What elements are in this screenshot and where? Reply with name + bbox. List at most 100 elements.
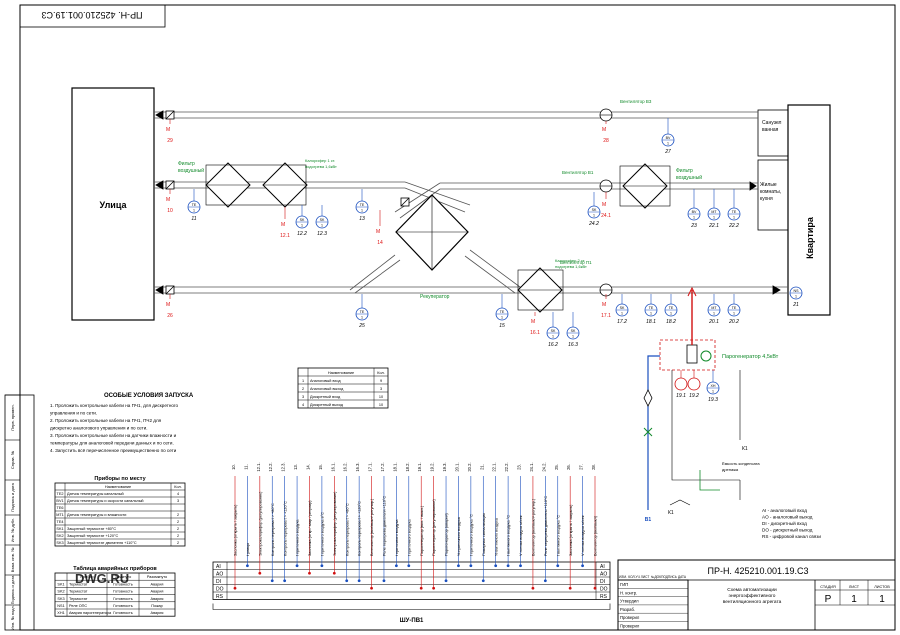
actuator-icon: M xyxy=(281,222,285,228)
bus-row-left: DI xyxy=(216,579,221,585)
signal-table-cell: Аналоговый вход xyxy=(310,379,341,383)
bus-signal-num: 21. xyxy=(479,464,484,470)
instr-i162-idx: 1 xyxy=(552,335,554,339)
fan-v3-label: Вентилятор В3 xyxy=(620,99,652,104)
local-table-cell: SK3 xyxy=(56,541,63,545)
bus-signal-num: 19.2. xyxy=(430,462,435,471)
instr-i11-code: TE xyxy=(192,203,197,207)
instr-i29-num: 29 xyxy=(167,138,173,144)
bus-signal-node xyxy=(345,579,349,583)
conditions-item: дискретно аналогового управления и по се… xyxy=(50,426,148,431)
instr-i172-code: SK xyxy=(620,306,625,310)
conditions-title: ОСОБЫЕ УСЛОВИЯ ЗАПУСКА xyxy=(104,393,194,399)
instr-i221-num: 22.1 xyxy=(708,223,719,229)
instr-i193-num: 19.3 xyxy=(708,397,718,403)
instr-i202-idx: 1 xyxy=(733,312,735,316)
tb-rev-header: ПОДПИСЬ xyxy=(661,575,677,579)
alarm-table-cell: Реле ОПС xyxy=(69,604,87,608)
bus-signal-num: 18.1. xyxy=(392,462,397,471)
tb-name: энергоэффективного xyxy=(729,593,776,599)
instr-i193-code: XH xyxy=(711,384,716,388)
tb-rev-header: ЛИСТ xyxy=(641,575,650,579)
instr-i13-idx: 1 xyxy=(361,209,363,213)
filter2-label: Фильтр xyxy=(676,168,693,174)
instr-i192 xyxy=(687,377,701,391)
actuator-icon: M xyxy=(166,302,170,308)
diag-duct-3 xyxy=(464,249,521,294)
filter1-label: воздушный xyxy=(178,167,204,174)
signal-table-header: Наименование xyxy=(328,371,354,375)
instr-i201-idx: 1 xyxy=(713,312,715,316)
alarm-table-cell: Термостат xyxy=(69,582,88,586)
local-table-cell: 2 xyxy=(177,520,179,524)
bus-signal-num: 14. xyxy=(305,464,310,470)
instr-i161-num: 16.1 xyxy=(530,330,540,336)
instr-i202-code: TE xyxy=(732,306,737,310)
instr-i15-num: 15 xyxy=(499,323,505,329)
instr-i14-num: 14 xyxy=(377,240,383,246)
bus-row-left: DO xyxy=(216,587,224,593)
instr-i21-code: NS xyxy=(794,289,800,293)
actuator-icon: M xyxy=(166,127,170,133)
instr-i181-code: TE xyxy=(649,306,654,310)
bus-signal-text: Контроль перегрева t > +80°С xyxy=(271,503,275,556)
living-label: Жилые xyxy=(760,182,777,188)
instr-i193-idx: 1 xyxy=(712,390,714,394)
bus-signal-node xyxy=(556,564,560,568)
instr-i182-code: TE xyxy=(669,306,674,310)
legend-item: DI - дискретный вход xyxy=(762,520,807,526)
bus-signal-text: t приточного воздуха в°С xyxy=(320,512,324,556)
instr-i25-code: TE xyxy=(360,310,365,314)
tb-sheets: 1 xyxy=(879,594,885,605)
instr-i23-code: BV xyxy=(692,210,697,214)
street-label: Улица xyxy=(100,200,128,210)
instr-i27-num: 27 xyxy=(664,149,671,155)
fan-p1-label: Вентилятор П1 xyxy=(560,260,592,265)
bus-signal-node xyxy=(407,564,411,568)
signal-table-cell: 3 xyxy=(380,387,382,391)
left-strip-inner xyxy=(19,394,35,631)
bus-signal-num: 19.1. xyxy=(417,462,422,471)
bus-signal-num: 20.2. xyxy=(467,462,472,471)
instr-i221-idx: 1 xyxy=(713,216,715,220)
steam-gen-box xyxy=(659,339,716,371)
instr-i222-num: 22.2 xyxy=(728,223,739,229)
bus-signal-num: 17.2. xyxy=(380,462,385,471)
tb-name: Схема автоматизации xyxy=(727,587,777,593)
actuator-icon: M xyxy=(166,197,170,203)
street-box xyxy=(71,87,155,321)
intake-arrow xyxy=(155,180,164,190)
left-strip-cell: Перв. примен. xyxy=(10,404,15,431)
alarm-table-cell: NS1 xyxy=(57,604,64,608)
left-strip-cell: Подпись и дата xyxy=(10,575,15,605)
local-table-cell: Датчик температуры и скорости канальный xyxy=(67,499,144,503)
local-table-cell: 2 xyxy=(177,534,179,538)
alarm-table-header: Прибор xyxy=(80,575,93,579)
bus-signal-node xyxy=(357,579,361,583)
alarm-table-cell: Термостат xyxy=(69,597,88,601)
bus-signal-text: Контроль перегрева t > +80°С xyxy=(345,503,349,556)
instr-i242-idx: 1 xyxy=(593,214,595,218)
actuator-icon: M xyxy=(531,319,535,325)
instr-i21-num: 21 xyxy=(792,302,799,308)
bus-signal-text: % вытяжного воздуха xyxy=(494,517,498,556)
bus-signal-node xyxy=(469,564,473,568)
instr-i222-idx: 1 xyxy=(733,216,735,220)
alarm-table-cell: Готовность xyxy=(113,597,133,601)
bus-signal-text: Реле перегрева двигателя +110°С xyxy=(544,496,548,556)
instr-i123-idx: 1 xyxy=(321,224,323,228)
bus-row-left: RS xyxy=(216,594,224,600)
conditions-item: 3. Проложить контрольные кабели на датчи… xyxy=(50,433,177,438)
alarm-table-cell: XH1 xyxy=(57,611,64,615)
bus-signal-text: Вентилятор (вкл/выкл) xyxy=(594,515,598,556)
bathroom-label: Санузел xyxy=(762,120,782,126)
instr-i181-num: 18.1 xyxy=(646,319,656,325)
conditions-item: 2. Проложить контрольные кабели на ПЧ1, … xyxy=(50,418,162,423)
bus-signal-text: Пожарная сигнализация xyxy=(482,513,486,556)
instr-i182-idx: 1 xyxy=(670,312,672,316)
instr-i162-code: SK xyxy=(551,329,556,333)
tb-role: Разраб. xyxy=(620,607,635,612)
top-code-text: ПР-Н. 425210.001.19.С3 xyxy=(41,10,142,20)
water-b1-label: В1 xyxy=(645,517,652,523)
bus-signal-node xyxy=(308,571,311,575)
